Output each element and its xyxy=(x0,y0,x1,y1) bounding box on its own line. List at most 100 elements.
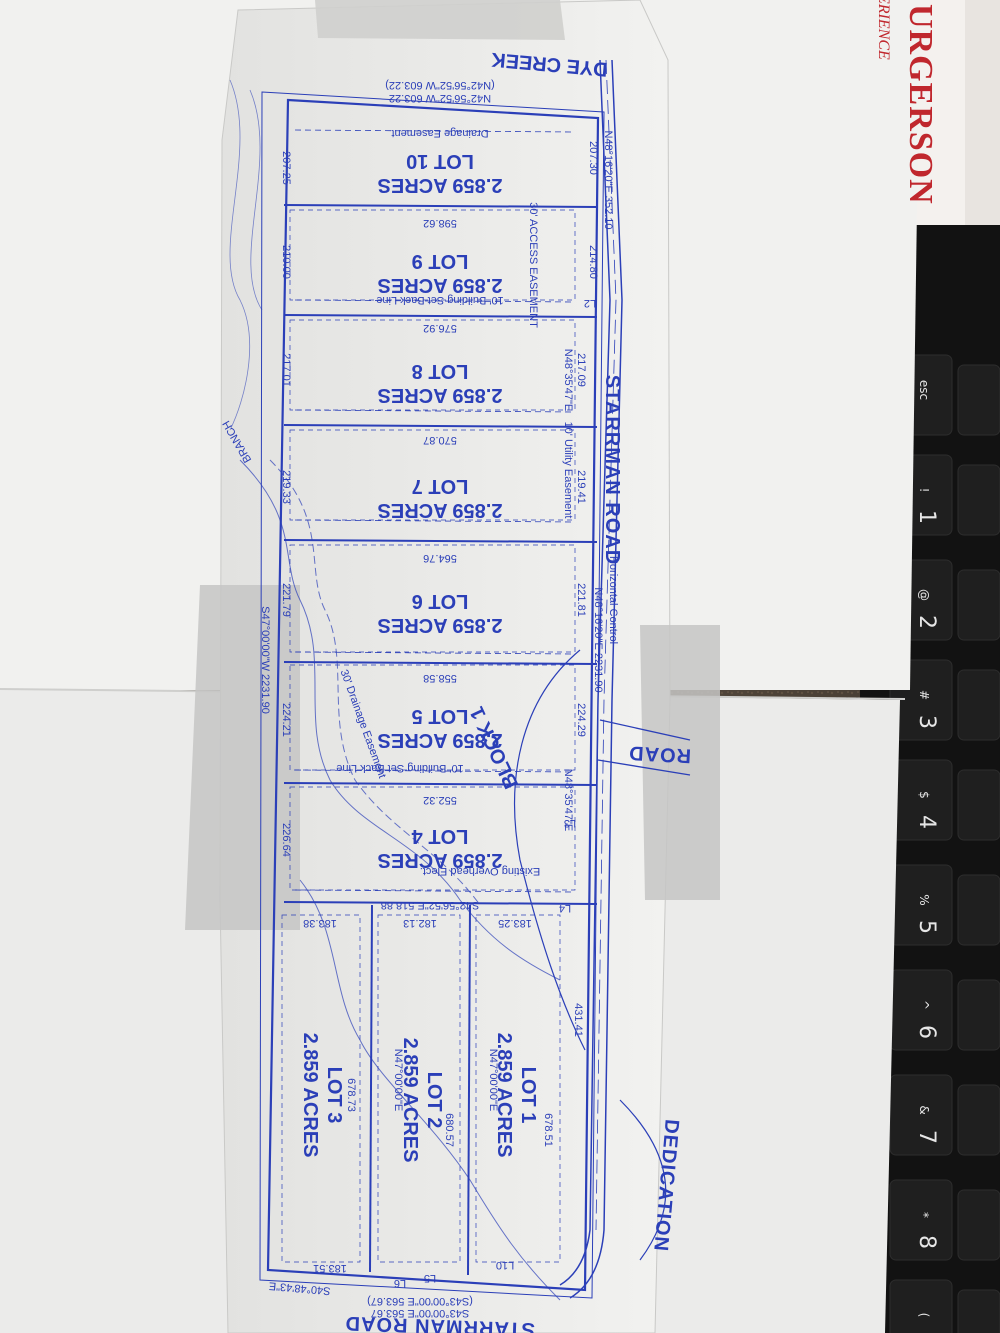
line-label: L10 xyxy=(496,1259,514,1271)
lot-label-group: LOT 12.859 ACRES xyxy=(493,1033,539,1158)
dimension-label: 219.33 xyxy=(280,470,292,504)
plat-outer-line xyxy=(259,91,605,1299)
line-label: L5 xyxy=(424,1272,436,1284)
dimension-label: 598.62 xyxy=(423,217,457,229)
key-bottom-label: 5 xyxy=(914,920,939,934)
overhead-note: Existing Overhead Elect. xyxy=(420,865,540,877)
bearing-lot2: N47°00'00"E xyxy=(392,1049,404,1111)
dimension-label: 221.81 xyxy=(575,583,587,617)
key-top-label: % xyxy=(917,894,931,905)
dimension-label: 182.13 xyxy=(403,917,437,929)
line-label: L3 xyxy=(564,817,576,829)
setback-line xyxy=(294,299,576,303)
dedication-arc xyxy=(619,1099,667,1261)
key-bottom-label: 2 xyxy=(914,615,939,629)
dimension-label: 224.21 xyxy=(280,703,292,737)
dimension-label: 207.25 xyxy=(280,151,292,185)
dimension-label: 678.73 xyxy=(345,1078,357,1112)
lot-title: LOT 7 xyxy=(412,475,469,497)
bearing-lot4: N48°35'47"E xyxy=(562,769,574,831)
lot-acreage: 2.859 ACRES xyxy=(493,1033,515,1158)
bearing-top-alt: (N42°56'52"W 603.22) xyxy=(385,79,494,91)
bearing-left-main: S47°00'00"W 2231.90 xyxy=(259,606,271,714)
key-top-label: esc xyxy=(917,380,931,400)
lot-acreage: 2.859 ACRES xyxy=(378,274,503,296)
keyboard-key: (9 xyxy=(889,1279,1000,1333)
key-top-label: # xyxy=(917,690,931,700)
dimension-label: 183.25 xyxy=(498,917,532,929)
bearing-lot8: N48°35'47"E xyxy=(562,349,574,411)
envelope-tagline: ERIENCE xyxy=(868,0,898,120)
lot-line xyxy=(467,904,471,1276)
buildable-area xyxy=(289,664,576,771)
key-bottom-label: 4 xyxy=(914,815,939,829)
envelope-brand-text: URGERSON xyxy=(902,4,939,205)
dimension-label: 183.38 xyxy=(303,917,337,929)
overhead-elec-line xyxy=(514,649,586,1051)
lot-acreage: 2.859 ACRES xyxy=(378,499,503,521)
key-bottom-label: 7 xyxy=(914,1130,939,1144)
lot-line xyxy=(283,539,598,543)
buildable-area xyxy=(475,914,561,1263)
key-top-label: ( xyxy=(917,1313,931,1318)
lot-acreage: 2.859 ACRES xyxy=(299,1033,321,1158)
lot-title: LOT 10 xyxy=(406,150,474,172)
lot-label-group: LOT 32.859 ACRES xyxy=(299,1033,345,1158)
bottom-road-label: STARRMAN ROAD xyxy=(344,1312,535,1333)
setback-line xyxy=(294,651,576,655)
lot-line xyxy=(369,904,373,1273)
road-edge xyxy=(559,59,611,1286)
bearing-bottom-cross: S40°48'43"E xyxy=(268,1279,331,1296)
dimension-label: 221.79 xyxy=(280,583,292,617)
keyboard-key: %5 xyxy=(889,864,1000,946)
buildable-area xyxy=(289,786,576,891)
key-top-label: ! xyxy=(917,488,931,493)
lot-acreage: 2.859 ACRES xyxy=(378,384,503,406)
buildable-area xyxy=(289,429,576,521)
bearing-right-top: N48°16'20"E 352.10 xyxy=(602,130,614,229)
side-road xyxy=(597,719,691,776)
key-bottom-label: 3 xyxy=(914,715,939,729)
bearing-top: N42°56'52"W 603.22 xyxy=(389,92,491,104)
buildable-area xyxy=(377,914,461,1263)
line-label: L2 xyxy=(584,297,596,309)
setback-note: 10' Building Set Back Line xyxy=(336,762,463,774)
drainage-top-note: Drainage Easement xyxy=(391,127,488,139)
drainage-curve xyxy=(239,459,561,981)
key-top-label: * xyxy=(917,1212,931,1218)
lot-title: LOT 9 xyxy=(412,250,469,272)
bearing-bottom-alt: (S43°00'00"E 563.67) xyxy=(367,1295,473,1307)
road-centerline xyxy=(595,59,617,1231)
key-bottom-label: 8 xyxy=(914,1235,939,1249)
road-edge xyxy=(569,59,623,1299)
envelope-brand: URGERSON xyxy=(895,0,939,205)
keyboard-key: ^6 xyxy=(889,969,1000,1051)
contour-line xyxy=(249,89,263,311)
lot-acreage: 2.859 ACRES xyxy=(378,614,503,636)
dimension-label: 564.76 xyxy=(423,552,457,564)
plat-strip xyxy=(219,0,671,1333)
drainage-curve xyxy=(269,459,481,906)
dimension-label: 224.29 xyxy=(575,703,587,737)
lot-label-group: LOT 22.859 ACRES xyxy=(399,1038,445,1163)
setback-line xyxy=(294,409,576,413)
line-label: L4 xyxy=(559,902,571,914)
dimension-label: 576.92 xyxy=(423,322,457,334)
access-note: 30' ACCESS EASEMENT xyxy=(527,202,539,328)
lot-title: LOT 5 xyxy=(412,705,469,727)
lot-title: LOT 1 xyxy=(517,1067,539,1124)
lot-title: LOT 3 xyxy=(323,1067,345,1124)
keyboard-key: &7 xyxy=(889,1074,1000,1156)
bearing-lot1: N47°00'00"E xyxy=(487,1049,499,1111)
key-top-label: & xyxy=(917,1105,931,1114)
key-top-label: $ xyxy=(917,791,931,799)
right-road-label: ROAD xyxy=(628,741,692,766)
bearing-bottom: S43°00'00"E 563.67 xyxy=(371,1307,469,1319)
tape-pieces xyxy=(185,0,720,930)
dimension-label: 210.00 xyxy=(280,245,292,279)
bearing-right-main: N48°16'20"E 2231.90 xyxy=(592,587,604,692)
bearing-mid-cross: S42°56'52"E 518.88 xyxy=(381,899,479,911)
key-top-label: @ xyxy=(917,589,931,601)
bearing-lot1-total: 431.41 xyxy=(572,1003,584,1037)
